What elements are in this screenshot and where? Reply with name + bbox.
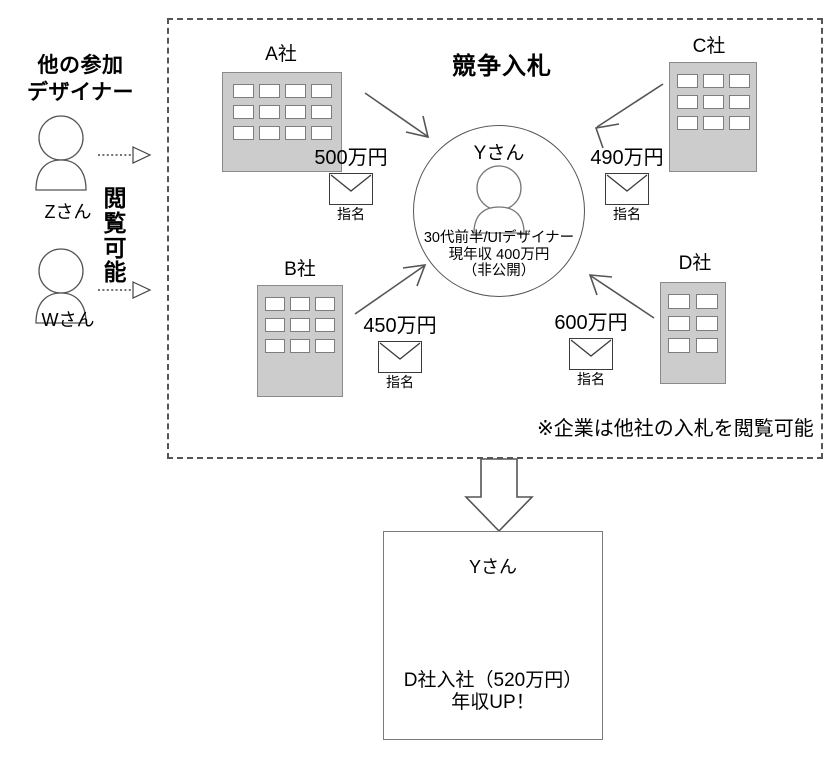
- envelope-icon: [569, 338, 613, 370]
- bid-amount-b: 450万円: [363, 315, 437, 337]
- candidate-details: 30代前半/UIデザイナー 現年収 400万円 （非公開）: [400, 230, 598, 280]
- bid-frame-note: ※企業は他社の入札を閲覧可能: [537, 418, 814, 440]
- building-window: [668, 294, 690, 309]
- building-window: [284, 126, 306, 140]
- down-block-arrow-icon: [464, 458, 534, 533]
- company-label-c: C社: [692, 36, 726, 57]
- candidate-name: Yさん: [473, 143, 525, 164]
- bid-d: 600万円 指名: [543, 312, 639, 387]
- building-window: [310, 126, 332, 140]
- building-window: [315, 297, 335, 311]
- bid-c: 490万円 指名: [579, 147, 675, 222]
- access-note-vertical: 閲 覧 可 能: [98, 186, 132, 285]
- participant-label-z: Zさん: [44, 202, 92, 222]
- candidate-detail-line1: 30代前半/UIデザイナー: [423, 230, 575, 246]
- company-building-d: [660, 282, 726, 384]
- company-building-b: [257, 285, 343, 397]
- building-window: [676, 74, 698, 88]
- building-window: [290, 318, 310, 332]
- building-window: [310, 84, 332, 98]
- access-note-char-3: 可: [103, 234, 127, 261]
- participant-label-w: Wさん: [41, 310, 95, 330]
- bid-frame-title: 競争入札: [452, 53, 552, 80]
- building-window: [258, 84, 280, 98]
- left-panel-heading-line2: デザイナー: [26, 81, 135, 105]
- building-window: [702, 95, 724, 109]
- outcome-line2: 年収UP！: [451, 691, 535, 713]
- company-building-c: [669, 62, 757, 172]
- left-panel-heading-line1: 他の参加: [37, 54, 124, 77]
- outcome-name: Yさん: [468, 557, 517, 577]
- building-window: [258, 126, 280, 140]
- outcome-line1: D社入社（520万円）: [403, 670, 583, 691]
- building-window: [265, 297, 285, 311]
- building-window: [668, 316, 690, 331]
- building-window: [265, 339, 285, 353]
- envelope-icon: [329, 173, 373, 205]
- left-panel-heading: 他の参加 デザイナー: [8, 52, 153, 107]
- access-note-char-1: 閲: [103, 185, 127, 211]
- building-window: [702, 74, 724, 88]
- building-window: [284, 105, 306, 119]
- company-label-a: A社: [265, 44, 297, 65]
- building-window: [265, 318, 285, 332]
- outcome-text: D社入社（520万円） 年収UP！: [373, 670, 613, 714]
- building-window: [284, 84, 306, 98]
- candidate-detail-line3: （非公開）: [462, 263, 536, 280]
- bid-amount-d: 600万円: [554, 312, 628, 334]
- building-window: [290, 339, 310, 353]
- building-window: [258, 105, 280, 119]
- outcome-box: [383, 531, 603, 740]
- candidate-circle: [413, 125, 585, 297]
- bid-a: 500万円 指名: [303, 147, 399, 222]
- competitive-bid-frame: [167, 18, 823, 459]
- building-window: [728, 116, 750, 130]
- building-window: [696, 316, 718, 331]
- building-window: [315, 339, 335, 353]
- envelope-icon: [605, 173, 649, 205]
- building-window: [676, 116, 698, 130]
- building-window: [728, 74, 750, 88]
- bid-amount-a: 500万円: [314, 147, 388, 169]
- building-window: [702, 116, 724, 130]
- envelope-icon: [378, 341, 422, 373]
- building-window: [696, 338, 718, 353]
- bid-nominate-label-a: 指名: [337, 206, 365, 222]
- building-window: [676, 95, 698, 109]
- building-window: [696, 294, 718, 309]
- bid-amount-c: 490万円: [590, 147, 664, 169]
- building-window: [668, 338, 690, 353]
- access-note-char-2: 覧: [103, 209, 127, 236]
- building-window: [310, 105, 332, 119]
- building-window: [232, 105, 254, 119]
- building-window: [232, 126, 254, 140]
- company-label-d: D社: [678, 253, 712, 274]
- bid-nominate-label-d: 指名: [577, 371, 605, 387]
- building-window: [232, 84, 254, 98]
- building-window: [290, 297, 310, 311]
- dotted-arrow-z-icon: [98, 146, 152, 164]
- company-building-a: [222, 72, 342, 172]
- building-window: [315, 318, 335, 332]
- access-note-char-4: 能: [103, 259, 127, 286]
- bid-b: 450万円 指名: [352, 315, 448, 390]
- bid-nominate-label-c: 指名: [613, 206, 641, 222]
- bid-nominate-label-b: 指名: [386, 374, 414, 390]
- company-label-b: B社: [284, 259, 316, 280]
- candidate-detail-line2: 現年収 400万円: [448, 246, 550, 263]
- person-icon-z: [35, 115, 87, 191]
- building-window: [728, 95, 750, 109]
